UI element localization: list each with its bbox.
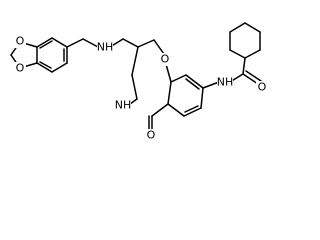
bond — [200, 87, 204, 109]
bond — [131, 46, 139, 76]
bond — [167, 81, 172, 105]
svg-text:O: O — [258, 81, 267, 94]
bond — [51, 62, 68, 73]
svg-text:NH: NH — [115, 99, 132, 112]
bond — [170, 74, 187, 83]
bond — [131, 74, 138, 100]
bond — [129, 98, 138, 105]
bond — [151, 103, 169, 117]
atom-o-ring: O — [159, 53, 171, 66]
bond — [242, 57, 246, 75]
bond — [244, 49, 261, 59]
bond — [245, 70, 262, 82]
svg-text:NH: NH — [217, 76, 234, 89]
bond — [39, 61, 52, 69]
atom-o-dioxole-top: O — [14, 35, 26, 48]
bond — [184, 105, 199, 113]
svg-text:O: O — [16, 62, 25, 75]
bond — [244, 22, 261, 33]
bond — [122, 38, 139, 48]
atom-nh-amide: NH — [217, 76, 234, 89]
bond — [167, 103, 185, 117]
bond — [165, 63, 172, 83]
bond — [36, 62, 53, 73]
bond — [39, 40, 53, 49]
atom-labels: O O NH O NH O NH O — [14, 35, 268, 142]
atom-o-amide: O — [256, 81, 268, 94]
bond — [153, 39, 165, 55]
bond — [185, 74, 204, 89]
bond — [51, 37, 68, 48]
bond — [242, 73, 259, 85]
bond — [36, 37, 53, 48]
svg-text:O: O — [16, 35, 25, 48]
bond — [183, 107, 202, 117]
bond — [82, 38, 99, 48]
atom-nh-lactam: NH — [115, 99, 132, 112]
bond — [66, 38, 84, 48]
atom-nh-amine: NH — [97, 41, 114, 54]
svg-text:NH: NH — [97, 41, 114, 54]
bond — [202, 81, 220, 89]
bonds — [10, 22, 262, 131]
bond — [185, 78, 200, 90]
bond — [137, 39, 155, 48]
molecule-structure: O O NH O NH O NH O — [10, 22, 268, 142]
atom-o-lactam: O — [145, 129, 157, 142]
atom-o-dioxole-bottom: O — [14, 62, 26, 75]
svg-text:O: O — [161, 53, 170, 66]
bond — [229, 22, 246, 33]
svg-text:O: O — [147, 129, 156, 142]
bond — [229, 49, 246, 59]
